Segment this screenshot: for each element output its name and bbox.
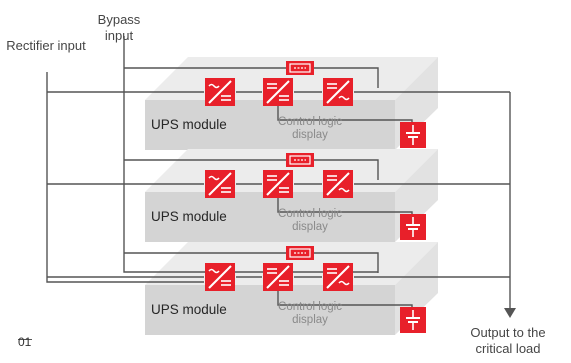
bypass-to-output — [314, 159, 379, 180]
battery-icon-3 — [400, 307, 426, 333]
bypass-bus-line — [123, 36, 378, 273]
inverter-icon-3 — [323, 263, 353, 291]
module-wiring-3 — [47, 252, 510, 307]
figure-number: 01 — [18, 335, 32, 349]
control-logic-label-2: Control logic display — [278, 208, 342, 233]
dc-dc-converter-icon-2 — [263, 170, 293, 198]
panel-front — [145, 285, 395, 335]
output-label: Output to the critical load — [470, 325, 546, 356]
icon-diagonal — [266, 172, 290, 196]
control-logic-label-1: Control logic display — [278, 116, 342, 141]
figure-dash — [18, 339, 32, 340]
tilde-glyph — [338, 187, 350, 193]
bypass-to-output — [314, 252, 379, 273]
panel-front — [145, 192, 395, 242]
icon-diagonal — [326, 80, 350, 104]
icon-diagonal — [208, 265, 232, 289]
static-switch-icon-2 — [286, 153, 314, 167]
battery-feed — [277, 198, 413, 214]
battery-feed — [277, 291, 413, 307]
tilde-glyph — [208, 83, 220, 89]
output-arrow-icon — [504, 308, 516, 318]
static-switch-icon-3 — [286, 246, 314, 260]
rectifier-icon-3 — [205, 263, 235, 291]
icon-diagonal — [208, 80, 232, 104]
icon-diagonal — [266, 265, 290, 289]
inverter-icon-2 — [323, 170, 353, 198]
battery-icon-1 — [400, 122, 426, 148]
rectifier-input-label: Rectifier input — [6, 38, 86, 53]
static-switch-icon-1 — [286, 61, 314, 75]
control-logic-label-3: Control logic display — [278, 301, 342, 326]
module-wiring-2 — [47, 159, 510, 214]
battery-feed — [277, 106, 413, 122]
battery-icon-2 — [400, 214, 426, 240]
module-title-2: UPS module — [151, 209, 227, 224]
module-title-1: UPS module — [151, 117, 227, 132]
tilde-glyph — [208, 268, 220, 274]
module-wiring-1 — [47, 67, 510, 122]
switch-frame — [289, 155, 311, 165]
switch-frame — [289, 63, 311, 73]
rectifier-icon-1 — [205, 78, 235, 106]
icon-diagonal — [326, 172, 350, 196]
dc-dc-converter-icon-3 — [263, 263, 293, 291]
inverter-icon-1 — [323, 78, 353, 106]
tilde-glyph — [338, 95, 350, 101]
tilde-glyph — [208, 175, 220, 181]
module-title-3: UPS module — [151, 302, 227, 317]
dc-dc-converter-icon-1 — [263, 78, 293, 106]
tilde-glyph — [338, 280, 350, 286]
bypass-input-label: Bypass input — [97, 12, 141, 43]
icon-diagonal — [208, 172, 232, 196]
panel-front — [145, 100, 395, 150]
rectifier-icon-2 — [205, 170, 235, 198]
bypass-to-output — [314, 67, 379, 88]
rectifier-bus-line — [46, 72, 204, 283]
switch-frame — [289, 248, 311, 258]
icon-diagonal — [266, 80, 290, 104]
icon-diagonal — [326, 265, 350, 289]
